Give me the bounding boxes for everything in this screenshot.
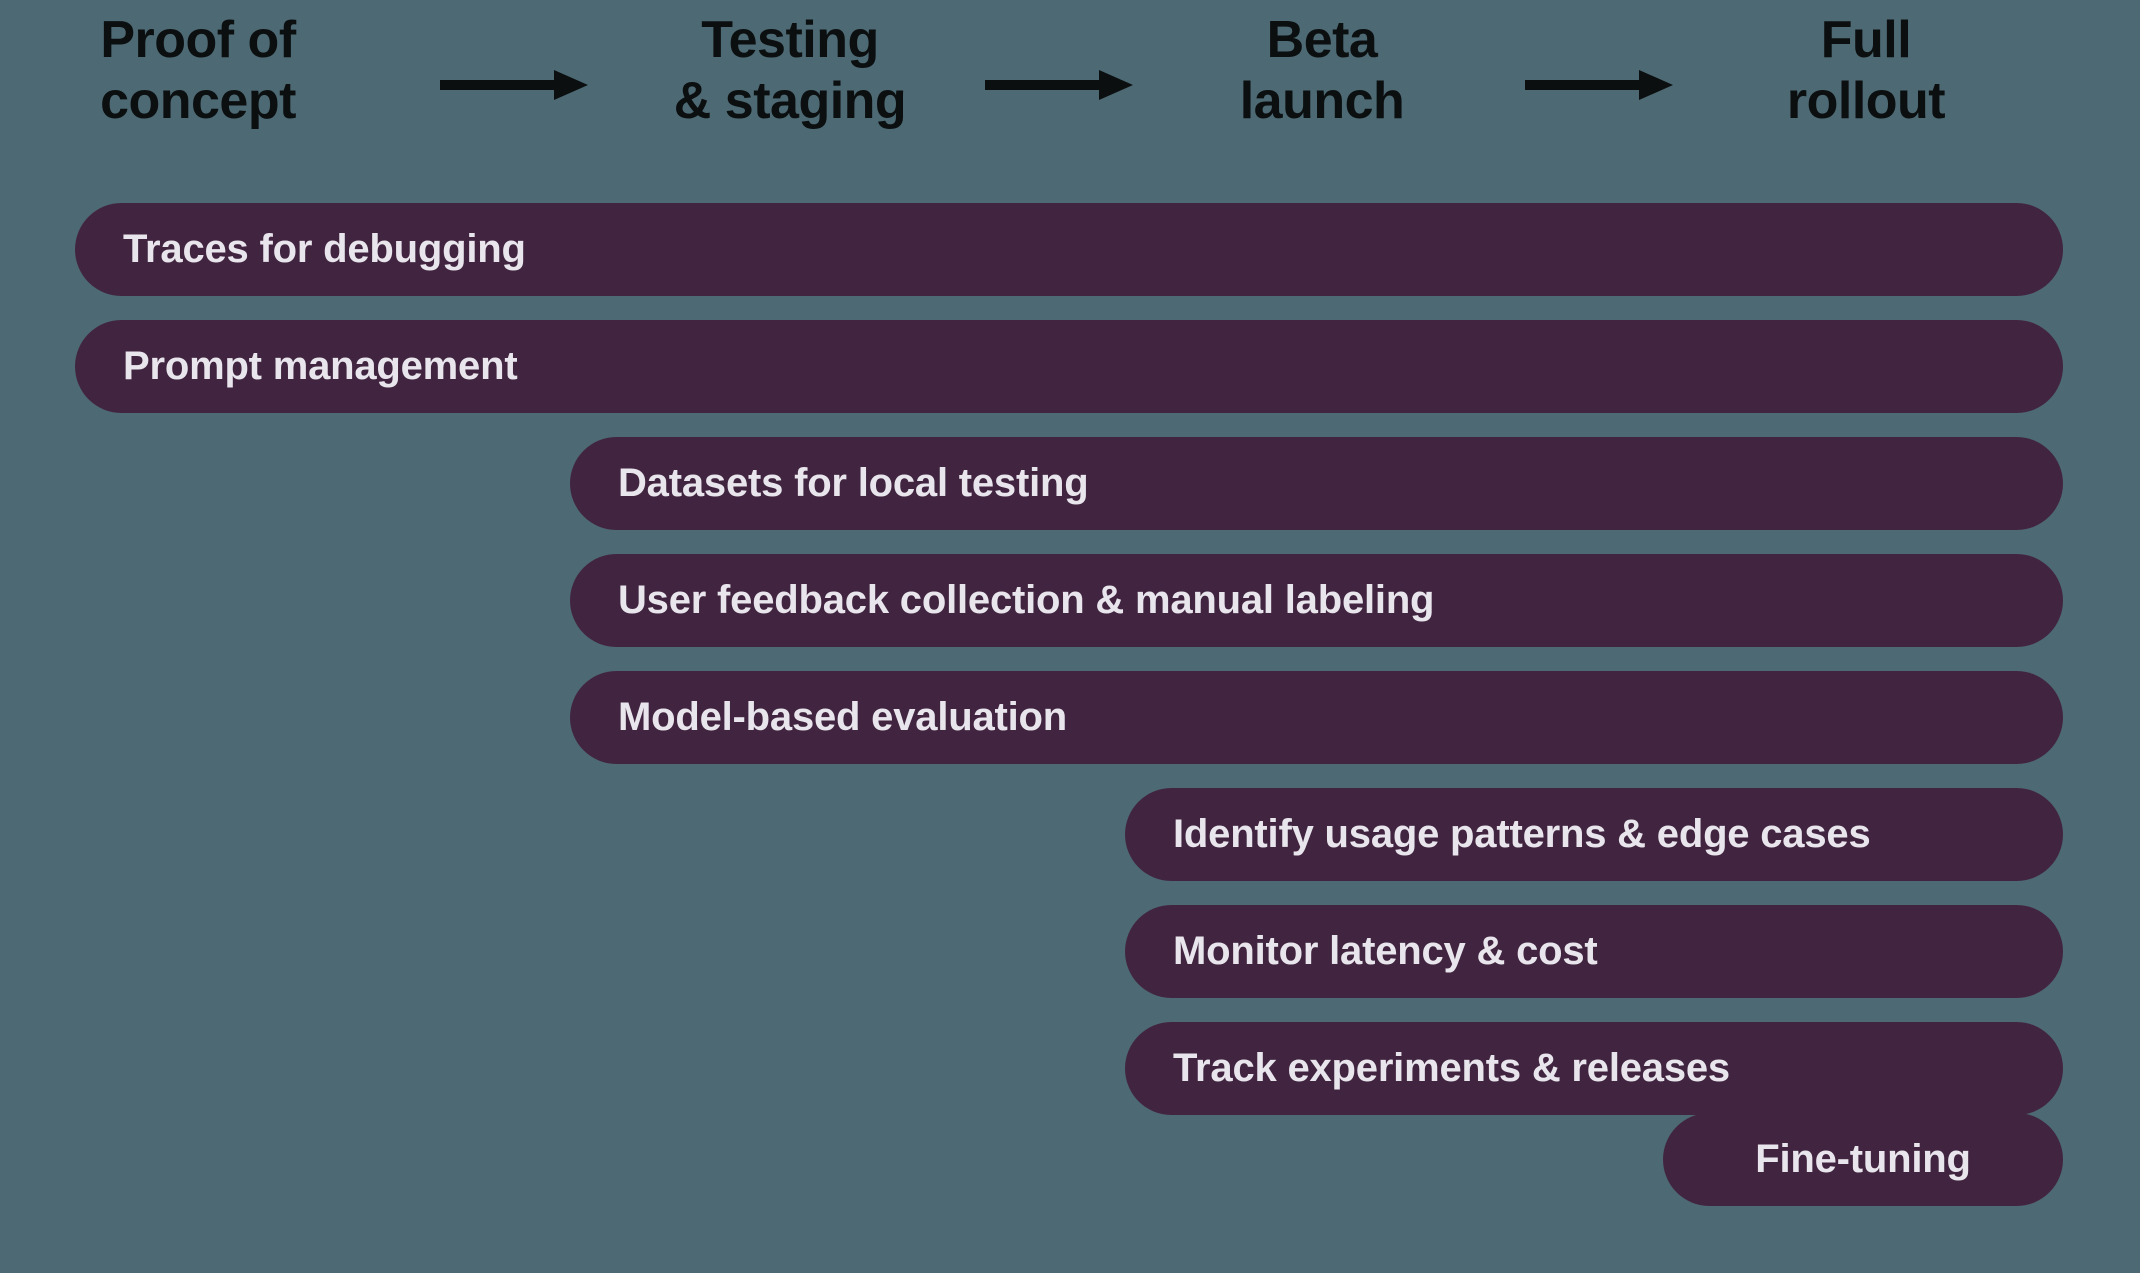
timeline-bar-model-based-evaluation[interactable]: Model-based evaluation bbox=[570, 671, 2063, 764]
stage-label-line1: Proof of bbox=[100, 11, 296, 69]
timeline-bar-monitor-latency-cost[interactable]: Monitor latency & cost bbox=[1125, 905, 2063, 998]
stage-label-line2: rollout bbox=[1786, 72, 1946, 131]
timeline-bar-fine-tuning[interactable]: Fine-tuning bbox=[1663, 1113, 2063, 1206]
timeline-bar-label: Model-based evaluation bbox=[618, 695, 1068, 739]
stage-label-line1: Beta bbox=[1266, 11, 1378, 69]
stage-label-line1: Full bbox=[1820, 11, 1912, 69]
timeline-bar-track-experiments-releases[interactable]: Track experiments & releases bbox=[1125, 1022, 2063, 1115]
timeline-bar-label: Traces for debugging bbox=[123, 227, 526, 271]
stage-arrow-icon bbox=[440, 62, 588, 108]
timeline-bar-user-feedback-collection-manual-labeling[interactable]: User feedback collection & manual labeli… bbox=[570, 554, 2063, 647]
timeline-bar-datasets-for-local-testing[interactable]: Datasets for local testing bbox=[570, 437, 2063, 530]
stage-label-testing-staging: Testing& staging bbox=[570, 10, 1010, 133]
timeline-bar-label: Fine-tuning bbox=[1755, 1137, 1971, 1181]
timeline-bar-label: User feedback collection & manual labeli… bbox=[618, 578, 1435, 622]
stage-label-line2: concept bbox=[100, 72, 296, 131]
timeline-bar-label: Monitor latency & cost bbox=[1173, 929, 1598, 973]
timeline-bar-prompt-management[interactable]: Prompt management bbox=[75, 320, 2063, 413]
timeline-bar-label: Prompt management bbox=[123, 344, 518, 388]
stage-label-line2: & staging bbox=[673, 72, 907, 131]
timeline-bar-label: Identify usage patterns & edge cases bbox=[1173, 812, 1871, 856]
timeline-bar-label: Track experiments & releases bbox=[1173, 1046, 1730, 1090]
stage-arrow-icon bbox=[985, 62, 1133, 108]
timeline-bar-traces-for-debugging[interactable]: Traces for debugging bbox=[75, 203, 2063, 296]
timeline-bar-label: Datasets for local testing bbox=[618, 461, 1089, 505]
stage-arrow-icon bbox=[1525, 62, 1673, 108]
timeline-bar-identify-usage-patterns-edge-cases[interactable]: Identify usage patterns & edge cases bbox=[1125, 788, 2063, 881]
stage-label-line1: Testing bbox=[701, 11, 879, 69]
stage-label-line2: launch bbox=[1239, 72, 1405, 131]
